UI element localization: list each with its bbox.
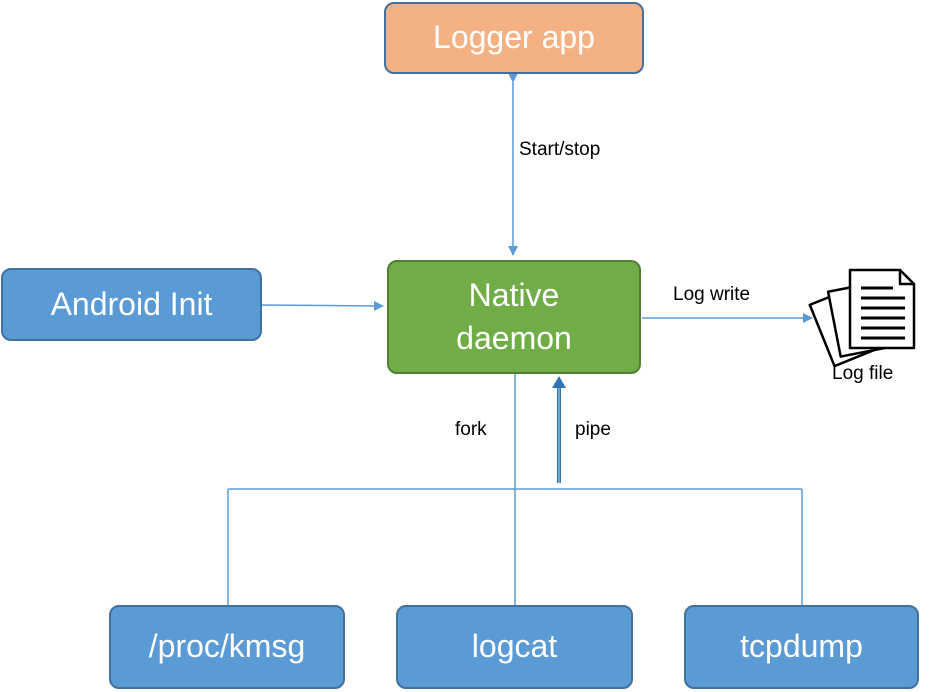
- proc-kmsg-node: /proc/kmsg: [109, 605, 345, 689]
- fork-connector: [227, 374, 803, 605]
- pipe-arrow: [552, 376, 566, 483]
- logcat-label: logcat: [471, 628, 558, 665]
- logcat-node: logcat: [396, 605, 633, 689]
- start-stop-label: Start/stop: [519, 139, 601, 160]
- document-stack-icon: [808, 268, 916, 368]
- init-connector: [261, 300, 384, 311]
- native-daemon-label: Native daemon: [456, 276, 572, 356]
- tcpdump-label: tcpdump: [740, 628, 863, 665]
- android-init-node: Android Init: [1, 268, 262, 341]
- tcpdump-node: tcpdump: [684, 605, 919, 689]
- log-file-label: Log file: [832, 363, 894, 384]
- fork-label: fork: [455, 419, 487, 440]
- android-init-label: Android Init: [50, 285, 213, 322]
- log-write-label: Log write: [673, 284, 751, 305]
- logger-app-label: Logger app: [433, 19, 595, 56]
- logger-app-node: Logger app: [384, 2, 644, 74]
- proc-kmsg-label: /proc/kmsg: [148, 628, 306, 665]
- pipe-label: pipe: [575, 419, 611, 440]
- native-daemon-node: Native daemon: [387, 260, 641, 374]
